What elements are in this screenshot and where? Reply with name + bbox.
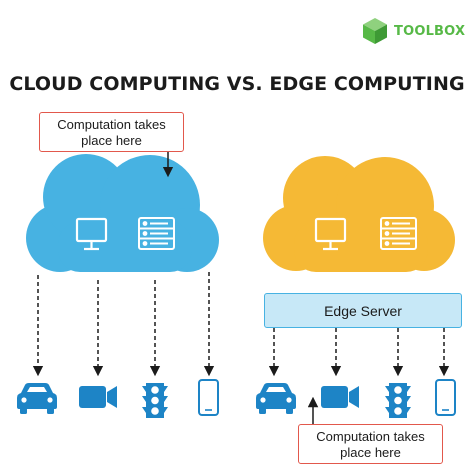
smartphone-icon	[435, 379, 456, 416]
diagram-title: CLOUD COMPUTING VS. EDGE COMPUTING	[9, 73, 465, 95]
cloud-device-arrows	[32, 272, 215, 377]
monitor-icon	[75, 217, 108, 251]
edge-server-label: Edge Server	[324, 302, 402, 319]
traffic-light-icon	[385, 383, 411, 418]
car-icon	[17, 383, 57, 414]
edge-server-box: Edge Server	[264, 293, 462, 328]
server-rack-icon	[380, 217, 417, 250]
callout-line-2: place here	[340, 445, 401, 460]
callout-line-2: place here	[81, 133, 142, 148]
server-rack-icon	[138, 217, 175, 250]
edge-device-arrows	[268, 328, 450, 377]
callout-line-1: Computation takes	[57, 117, 166, 132]
smartphone-icon	[198, 379, 219, 416]
monitor-icon	[314, 217, 347, 251]
cube-icon	[363, 18, 387, 44]
callout-line-1: Computation takes	[316, 429, 425, 444]
traffic-light-icon	[142, 383, 168, 418]
brand-name: TOOLBOX	[394, 23, 466, 39]
toolbox-logo: TOOLBOX	[362, 16, 465, 46]
edge-computation-callout: Computation takes place here	[298, 424, 443, 464]
video-camera-icon	[321, 386, 359, 408]
cloud-right	[263, 156, 455, 272]
car-icon	[256, 383, 296, 414]
cloud-computation-callout: Computation takes place here	[39, 112, 184, 152]
cloud-left	[26, 154, 219, 272]
video-camera-icon	[79, 386, 117, 408]
